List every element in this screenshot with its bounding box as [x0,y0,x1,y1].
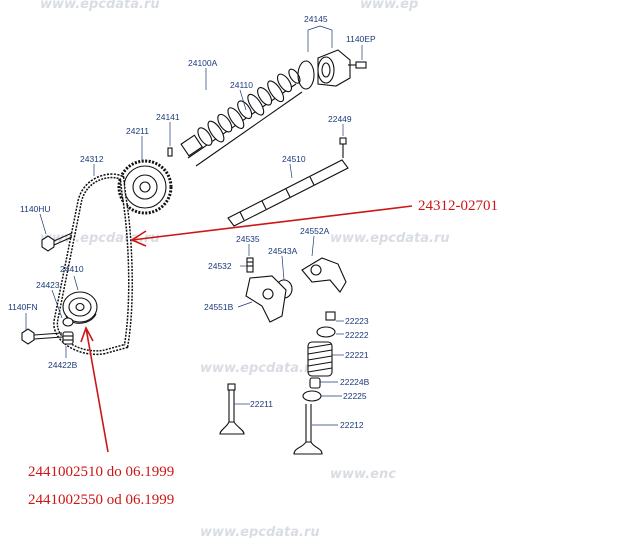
label-24145: 24145 [304,14,328,24]
label-24543A: 24543A [268,246,298,256]
belt-part-number: 24312-02701 [418,198,498,214]
label-24410: 24410 [60,264,84,274]
label-1140FN: 1140FN [8,302,38,312]
label-24422B: 24422B [48,360,78,370]
dowel-pin [167,147,173,157]
leader-lines [25,25,363,426]
label-22221: 22221 [345,350,369,360]
label-24551B: 24551B [204,302,234,312]
valve-retainer-22223 [325,311,336,321]
camshaft-cap [317,49,351,87]
spring-seat-22225 [302,390,322,402]
rocker-shaft [227,159,349,227]
part-labels: 24145 1140EP 24100A 24110 24141 24211 22… [8,14,376,430]
oil-seal-ring [297,60,315,90]
valve-seal-22224B [309,377,321,389]
tensioner-spring [62,331,74,345]
watermark-mid-right: www.epcdata.ru [330,231,450,246]
camshaft-sprocket [117,159,173,215]
label-22211: 22211 [250,399,273,409]
watermark-bottom-right: www.enc [330,467,396,482]
red-annotations: 24312-02701 2441002510 do 06.1999 244100… [28,198,498,508]
tensioner-arrow-head [80,326,94,343]
label-22222: 22222 [345,330,369,340]
washer [62,317,74,327]
label-22449: 22449 [328,114,352,124]
watermark-top-right: www.ep [360,0,418,12]
rocker-arm-exhaust [245,275,287,323]
label-24510: 24510 [282,154,306,164]
label-24423: 24423 [36,280,60,290]
label-1140EP: 1140EP [346,34,376,44]
label-22224B: 22224B [340,377,370,387]
label-24552A: 24552A [300,226,330,236]
tensioner-part-after: 2441002550 od 06.1999 [28,492,174,508]
bolt-22449 [339,137,347,158]
label-22225: 22225 [343,391,367,401]
label-22223: 22223 [345,316,369,326]
label-24141: 24141 [156,112,180,122]
adjuster-screw [246,257,254,273]
belt-arrow-line [131,205,413,241]
valve-spring-22221 [307,341,333,377]
label-1140HU: 1140HU [20,204,51,214]
belt-tensioner [62,291,98,324]
label-24211: 24211 [126,126,149,136]
label-24100A: 24100A [188,58,218,68]
label-24535: 24535 [236,234,260,244]
intake-valve-22211 [219,383,245,435]
timing-belt [53,173,133,356]
valve-spring-seat-22222 [316,326,336,338]
tensioner-arrow-line [85,327,109,453]
watermark-center: www.epcdata.ru [200,361,320,376]
bolt-1140EP [348,61,367,69]
watermark-bottom: www.epcdata.ru [200,525,320,538]
tensioner-part-before: 2441002510 do 06.1999 [28,464,174,480]
label-24532: 24532 [208,261,232,271]
rocker-arm-intake [301,257,347,293]
camshaft [180,68,303,167]
label-24110: 24110 [230,80,253,90]
label-22212: 22212 [340,420,364,430]
bolt-1140HU [41,232,73,252]
bolt-1140FN [21,328,63,345]
watermark-top-left: www.epcdata.ru [40,0,160,12]
belt-arrow-head [130,230,147,247]
label-24312: 24312 [80,154,104,164]
exhaust-valve-22212 [293,404,323,455]
